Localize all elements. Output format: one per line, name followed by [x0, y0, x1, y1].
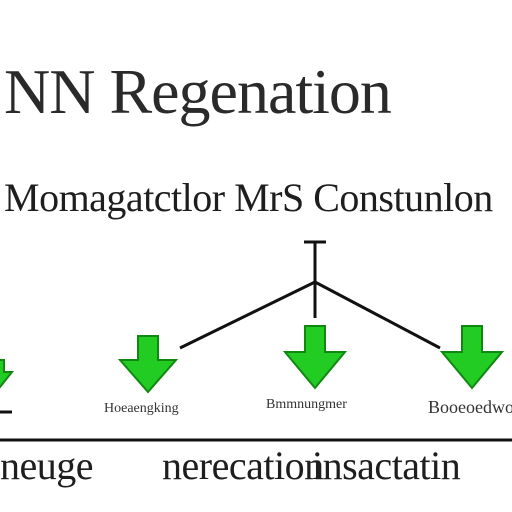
- down-arrow-icon: [439, 325, 505, 390]
- connector-left-branch: [179, 280, 316, 350]
- footer-word: nerecation: [162, 443, 324, 488]
- footer-word: insactatin: [312, 443, 461, 488]
- down-arrow-icon: [117, 335, 179, 394]
- down-arrow-icon: [0, 359, 15, 389]
- down-arrow-icon: [282, 325, 348, 390]
- footer-word: neuge: [0, 443, 94, 488]
- node-label: Hoeaengking: [104, 401, 179, 416]
- diagram-subtitle: Momagatctlor MrS Constunlon: [4, 175, 493, 220]
- connector-right-branch: [314, 280, 441, 350]
- diagram-title: NN Regenation: [4, 56, 392, 127]
- node-label: Booeoedwo: [428, 397, 512, 417]
- node-label: Bmmnungmer: [266, 397, 347, 412]
